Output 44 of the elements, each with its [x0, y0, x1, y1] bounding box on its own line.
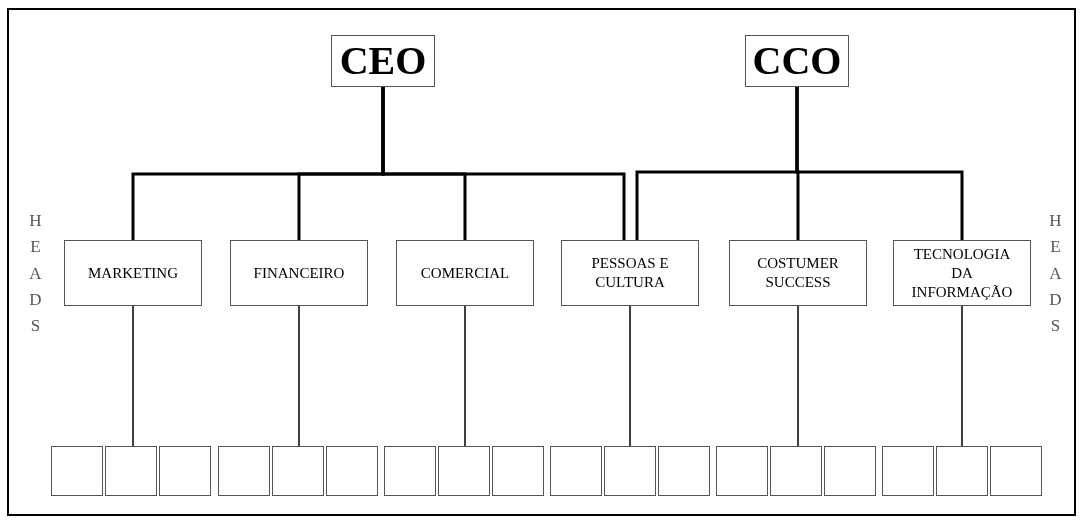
- empty-box: [159, 446, 211, 496]
- department-box: [893, 240, 1031, 306]
- department-name: COSTUMER SUCCESS: [756, 254, 840, 292]
- role-title: CCO: [752, 41, 842, 81]
- role-title: CEO: [339, 41, 427, 81]
- department-box: [230, 240, 368, 306]
- connector-line: [795, 87, 964, 240]
- department-name: FINANCEIRO: [252, 263, 346, 283]
- empty-box: [770, 446, 822, 496]
- connector-line: [629, 305, 631, 447]
- department-box: [396, 240, 534, 306]
- empty-box: [326, 446, 378, 496]
- side-label: HEADS: [28, 210, 43, 338]
- empty-box: [824, 446, 876, 496]
- empty-box: [604, 446, 656, 496]
- department-name: TECNOLOGIA DA INFORMAÇÃO: [910, 244, 1014, 302]
- empty-box: [716, 446, 768, 496]
- connector-line: [961, 305, 963, 447]
- department-name: COMERCIAL: [419, 263, 511, 283]
- connector-line: [298, 305, 300, 447]
- connector-line: [132, 305, 134, 447]
- connector-line: [464, 305, 466, 447]
- department-box: [729, 240, 867, 306]
- empty-box: [218, 446, 270, 496]
- empty-box: [492, 446, 544, 496]
- empty-box: [384, 446, 436, 496]
- side-label: HEADS: [1048, 210, 1063, 338]
- empty-box: [105, 446, 157, 496]
- empty-box: [658, 446, 710, 496]
- department-name: PESSOAS E CULTURA: [590, 254, 670, 292]
- empty-box: [550, 446, 602, 496]
- executive-box: [331, 35, 435, 87]
- empty-box: [51, 446, 103, 496]
- empty-box: [882, 446, 934, 496]
- connector-line: [381, 87, 626, 240]
- empty-box: [438, 446, 490, 496]
- department-box: [561, 240, 699, 306]
- empty-box: [936, 446, 988, 496]
- empty-box: [272, 446, 324, 496]
- department-name: MARKETING: [87, 263, 179, 283]
- department-box: [64, 240, 202, 306]
- executive-box: [745, 35, 849, 87]
- empty-box: [990, 446, 1042, 496]
- connector-line: [797, 305, 799, 447]
